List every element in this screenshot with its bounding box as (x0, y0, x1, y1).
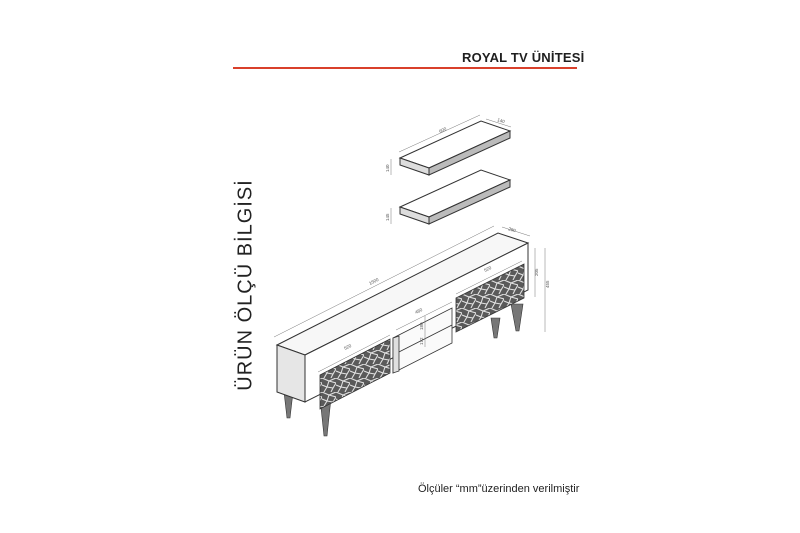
right-door-width-label: 520 (483, 265, 492, 273)
wall-shelf-bottom (398, 169, 512, 225)
left-door-width-label: 520 (343, 343, 352, 351)
unit-length-label: 1500 (368, 277, 380, 286)
total-height-label: 455 (545, 280, 550, 288)
middle-upper-label: 180 (419, 322, 424, 330)
right-door-geometric (455, 263, 525, 333)
unit-left-side (276, 344, 306, 403)
body-height-label: 205 (534, 268, 539, 276)
middle-open-compartment (392, 307, 453, 374)
page-title: ROYAL TV ÜNİTESİ (462, 50, 585, 65)
shelf-depth-label: 140 (497, 117, 506, 124)
wall-shelf-top (398, 120, 512, 176)
measurement-footnote: Ölçüler “mm”üzerinden verilmiştir (418, 483, 580, 495)
title-underline (233, 67, 577, 69)
middle-width-label: 460 (414, 307, 423, 315)
shelf-length-label: 600 (438, 126, 447, 134)
shelf-thickness-label: 140 (385, 164, 390, 172)
left-door-geometric (319, 338, 391, 410)
middle-shelf-height-label: 172 (419, 337, 424, 345)
unit-depth-label: 280 (508, 226, 517, 233)
shelf-gap-label: 145 (385, 213, 390, 221)
